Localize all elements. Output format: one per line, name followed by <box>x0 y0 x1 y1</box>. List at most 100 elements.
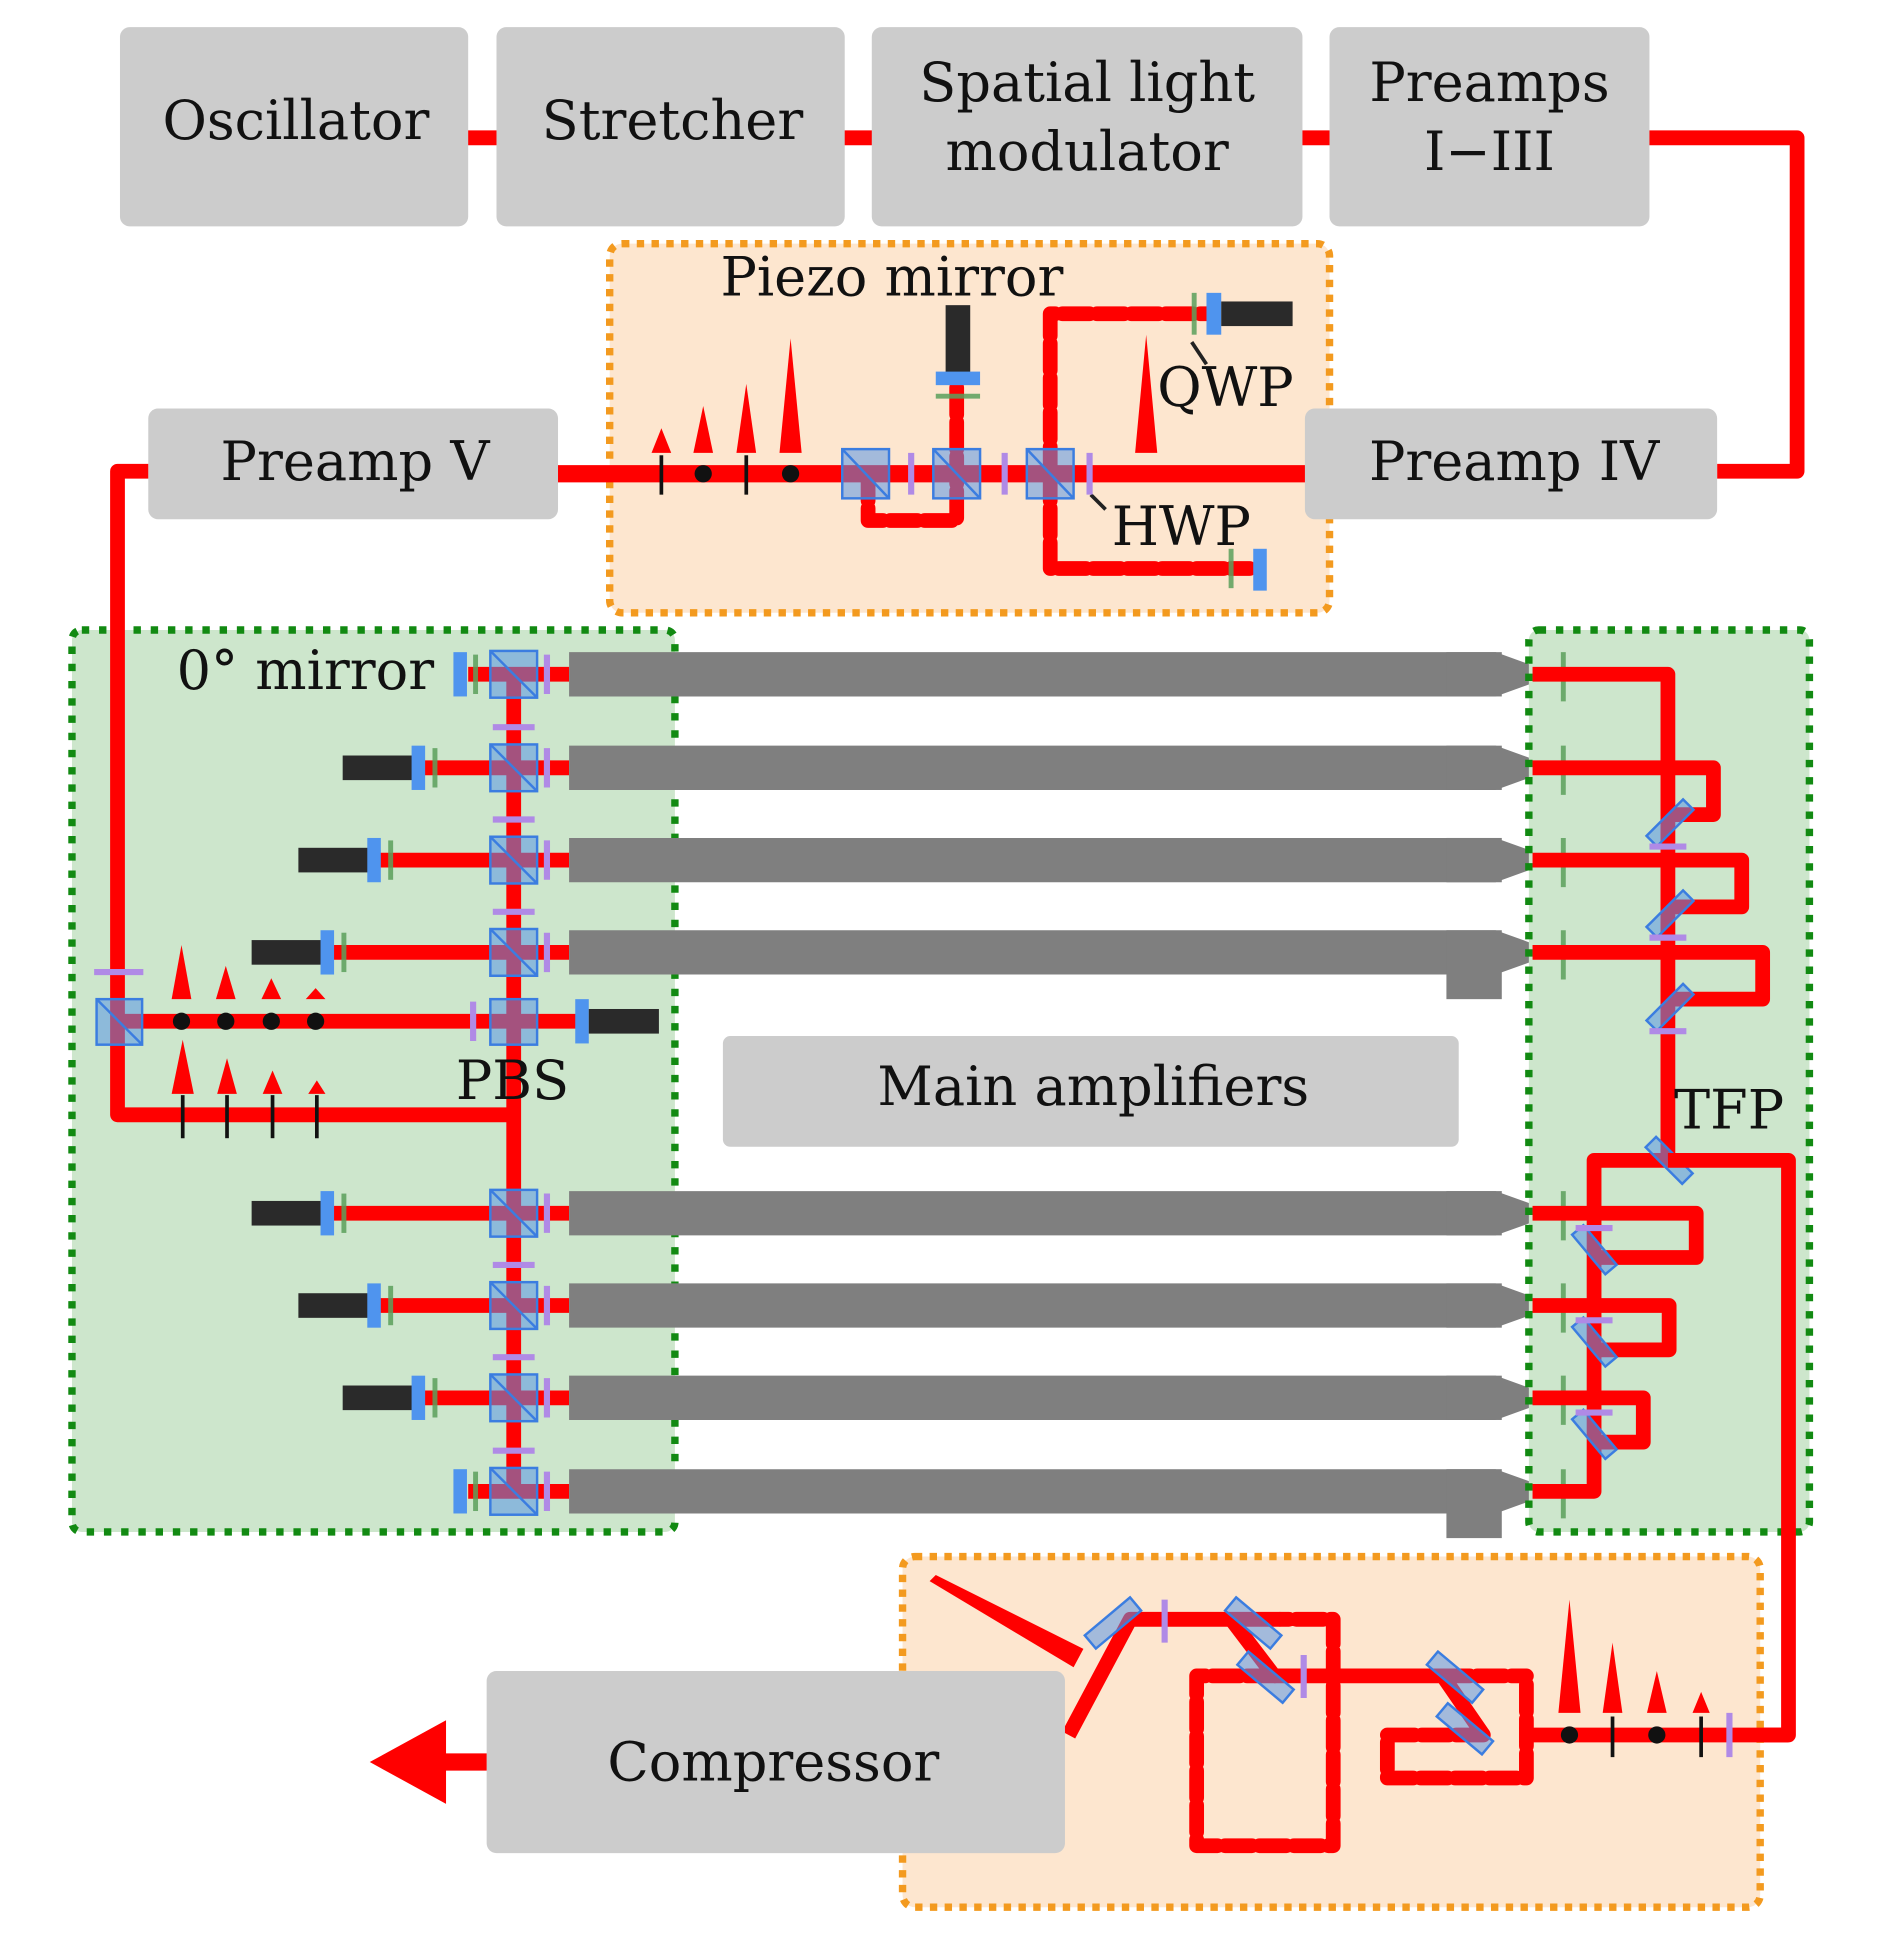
beam-combine-loop <box>1532 945 1771 1007</box>
grating-icon <box>1434 1701 1495 1757</box>
module-preamp-iv[interactable]: Preamp IV <box>1304 408 1718 520</box>
beam-combine-loop <box>1532 1298 1677 1358</box>
amplifier-slab-end <box>1446 1283 1502 1328</box>
beam-to-preamp-iv <box>1646 130 1805 479</box>
hwp-pointer <box>1089 493 1107 511</box>
amplifier-slab <box>569 1375 1558 1420</box>
pbs-diagonal <box>489 743 538 793</box>
beam-delay-arm-upper <box>1042 306 1221 482</box>
amplifier-slab <box>569 745 1558 790</box>
beam-delay-loop-large <box>1189 1611 1341 1854</box>
amplifier-slab-end <box>1446 745 1502 790</box>
beam-combine-loop <box>1532 852 1750 915</box>
pbs-cube-icon <box>841 447 891 500</box>
slm-label-line2: modulator <box>946 120 1229 183</box>
grating-icon <box>1223 1595 1284 1651</box>
mirror-icon <box>320 930 335 975</box>
piezo-actuator-icon <box>945 305 971 373</box>
tfp-icon <box>1644 888 1696 940</box>
pbs-diagonal <box>489 1281 538 1330</box>
beam-combine-loop <box>1532 1390 1651 1450</box>
module-preamps-i-iii[interactable]: Preamps I−III <box>1329 27 1650 227</box>
mirror-icon <box>367 1283 381 1328</box>
output-arrow-icon <box>369 1720 487 1804</box>
amplifier-slab-end <box>1446 1375 1502 1420</box>
main-amplifiers-label: Main amplifiers <box>877 1055 1309 1118</box>
module-preamp-v[interactable]: Preamp V <box>148 408 559 520</box>
main-amplifier-slabs <box>569 652 1558 1539</box>
beam-combine-loop <box>1532 1205 1704 1265</box>
pbs-diagonal <box>489 1189 538 1238</box>
pbs-cube-icon <box>932 447 982 500</box>
pbs-diagonal <box>489 650 538 699</box>
module-oscillator[interactable]: Oscillator <box>119 27 469 227</box>
channel-branches <box>251 649 570 1516</box>
grating-icon <box>1083 1595 1143 1651</box>
piezo-mirror-label: Piezo mirror <box>720 245 1063 308</box>
beam-dump-icon <box>342 1385 415 1411</box>
qwp-label: QWP <box>1157 356 1293 419</box>
amplifier-slab <box>569 1283 1558 1328</box>
mirror-icon <box>320 1191 335 1236</box>
module-stretcher[interactable]: Stretcher <box>496 27 845 227</box>
pulse-train-icon <box>1558 1599 1710 1758</box>
pbs-label: PBS <box>456 1049 569 1112</box>
preamps-label-line2: I−III <box>1424 120 1555 183</box>
module-spatial-light-modulator[interactable]: Spatial light modulator <box>871 27 1303 227</box>
compressor-label: Compressor <box>607 1730 939 1793</box>
pulse-train-icon <box>171 945 326 1139</box>
beam-combine-loop <box>1532 760 1721 822</box>
beam-dump-icon <box>342 755 415 781</box>
beam-dump-icon <box>251 940 323 965</box>
pbs-diagonal <box>489 1373 538 1423</box>
module-main-amplifiers[interactable]: Main amplifiers <box>722 1036 1459 1147</box>
grating-icon <box>1235 1649 1296 1705</box>
mirror-icon <box>575 999 589 1044</box>
beam-combine-trunk <box>1532 1152 1668 1499</box>
slm-label-line1: Spatial light <box>919 51 1255 114</box>
end-mirror-icon <box>1253 548 1267 591</box>
piezo-mirror-icon <box>935 371 981 386</box>
stretcher-label: Stretcher <box>542 89 804 152</box>
amplifier-slab <box>569 930 1558 975</box>
preamp-iv-label: Preamp IV <box>1369 430 1660 493</box>
mirror-icon <box>367 837 381 883</box>
tfp-icon <box>1644 982 1696 1033</box>
pbs-cube-icon <box>95 997 144 1046</box>
grating-icon <box>1425 1649 1485 1705</box>
mirror-icon <box>411 745 426 790</box>
preamp-v-label: Preamp V <box>221 430 491 493</box>
zero-degree-mirror-label: 0° mirror <box>177 639 435 702</box>
qwp-pointer <box>1190 341 1209 366</box>
mirror-mount-icon <box>1221 301 1293 327</box>
beam-dump-icon <box>588 1008 659 1034</box>
amplifier-slab <box>569 837 1558 883</box>
zero-degree-mirror-icon <box>453 652 467 697</box>
pulse-train-icon <box>651 334 1158 495</box>
amplifier-slab <box>569 1191 1558 1236</box>
region-pulse-splitter: Piezo mirror QWP HWP <box>554 239 1334 617</box>
tfp-icon <box>1644 797 1696 849</box>
beam-dump-icon <box>298 847 370 873</box>
pbs-diagonal <box>489 928 538 977</box>
region-pulse-stacker <box>898 1552 1789 1911</box>
beam-dump-icon <box>298 1293 370 1318</box>
pbs-cube-icon <box>1025 447 1075 500</box>
hwp-label: HWP <box>1112 495 1251 558</box>
zero-degree-mirror-icon <box>453 1469 467 1514</box>
beam-delay-loop-small <box>1379 1669 1534 1786</box>
module-compressor[interactable]: Compressor <box>486 1670 1065 1854</box>
pbs-diagonal <box>489 1467 538 1516</box>
beam-delay-arm-lower <box>1042 466 1257 576</box>
pbs-cube-icon <box>489 997 539 1046</box>
amplifier-slab <box>569 1469 1558 1514</box>
preamps-label-line1: Preamps <box>1369 51 1609 114</box>
tfp-label: TFP <box>1674 1078 1784 1141</box>
amplifier-slab-end <box>1446 1469 1502 1539</box>
pbs-diagonal <box>489 835 538 885</box>
top-beamline <box>462 130 1805 479</box>
end-mirror-icon <box>1206 292 1222 335</box>
combiner-paths <box>1532 652 1771 1519</box>
amplifier-slab-end <box>1446 1191 1502 1236</box>
region-beam-splitter: 0° mirror PBS <box>68 463 679 1536</box>
